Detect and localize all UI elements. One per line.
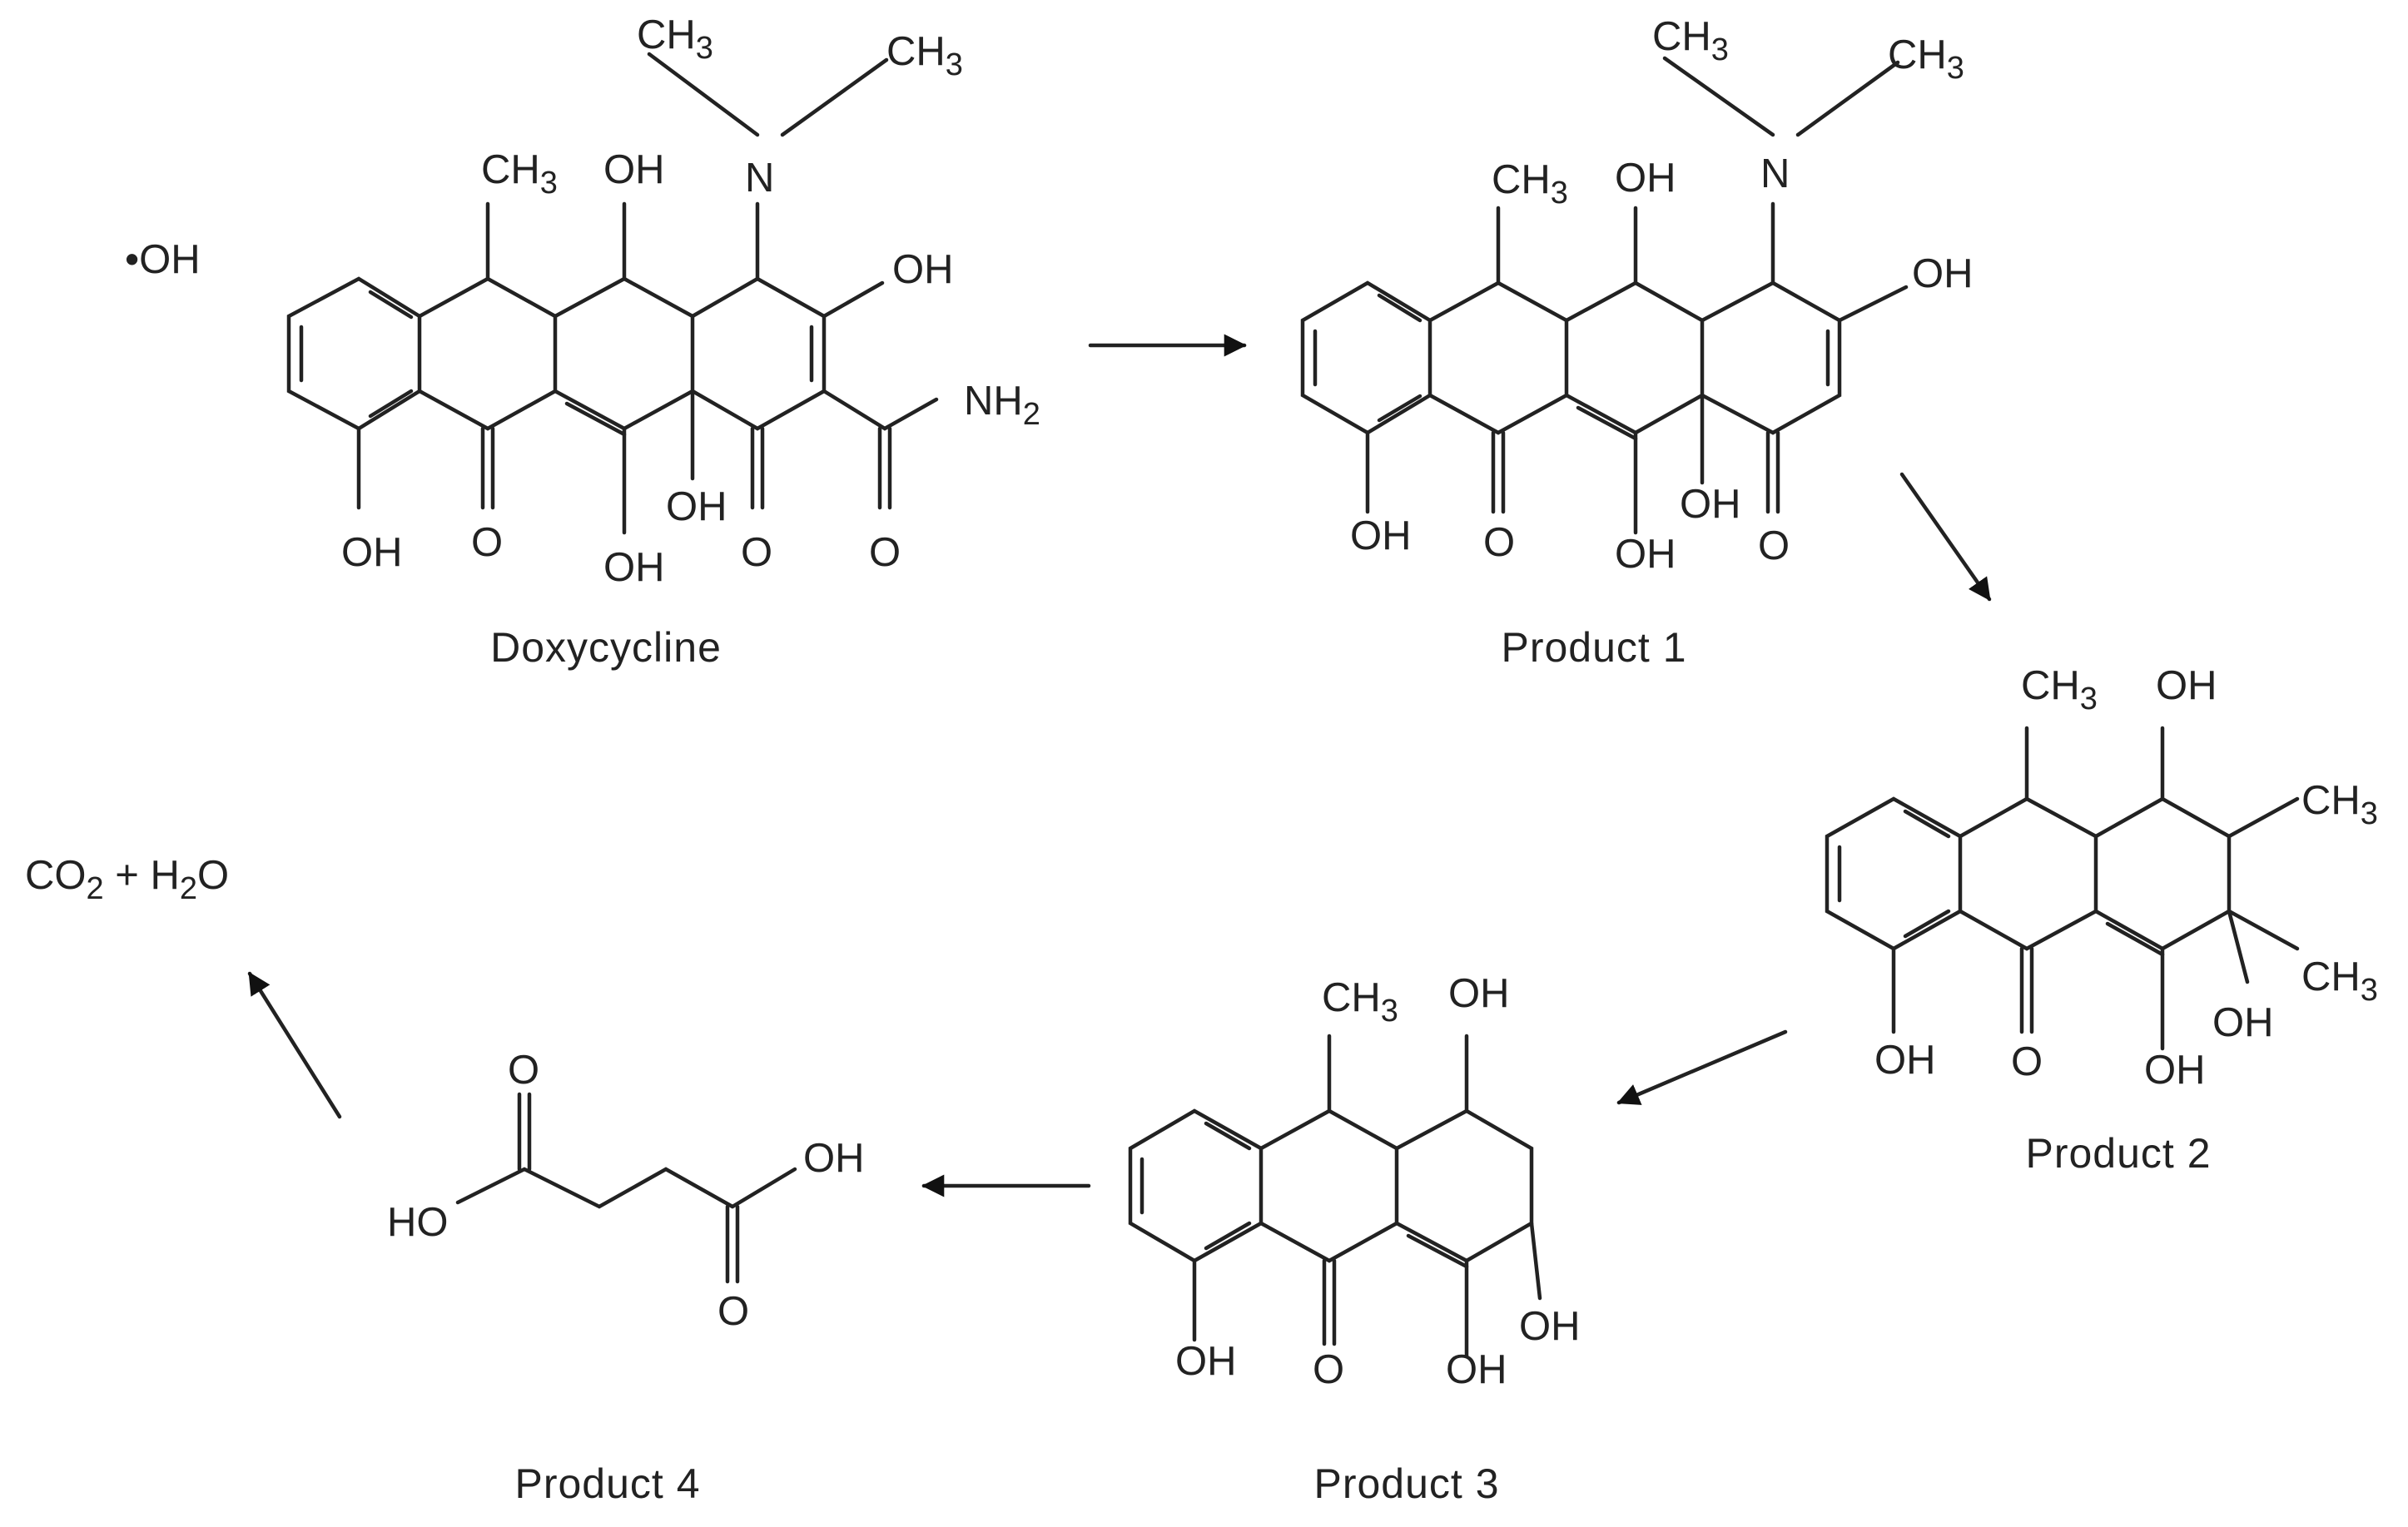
product2-structure: CH3 OH CH3 CH3 OH O OH OH Product 2: [1825, 663, 2378, 1177]
methyl-label: CH3: [886, 29, 963, 82]
arrow-product2-to-product3: [1616, 1029, 1788, 1105]
doxycycline-atom-labels: CH3 CH3 N CH3 OH OH NH2 OH O OH OH O O: [341, 12, 1040, 590]
nitrogen-label: N: [1760, 151, 1790, 196]
carbonyl-o-label: O: [1758, 523, 1790, 568]
product4-atom-labels: O HO OH O: [387, 1048, 865, 1334]
hydroxyl-label: OH: [666, 484, 727, 529]
nitrogen-label: N: [745, 156, 774, 201]
product1-structure: CH3 CH3 N CH3 OH OH OH O OH OH O Product…: [1300, 14, 1974, 671]
product2-caption: Product 2: [2025, 1130, 2211, 1177]
doxycycline-structure: CH3 CH3 N CH3 OH OH NH2 OH O OH OH O O D…: [286, 12, 1040, 671]
mineralization-products-label: CO2 + H2O: [25, 853, 229, 906]
hydroxyl-label: OH: [1175, 1339, 1237, 1384]
product3-caption: Product 3: [1313, 1460, 1499, 1507]
doxycycline-bonds: [286, 52, 939, 535]
hydroxyl-label: HO: [387, 1200, 449, 1245]
amine-label: NH2: [964, 379, 1040, 432]
methyl-label: CH3: [2301, 778, 2378, 831]
doxycycline-caption: Doxycycline: [490, 624, 722, 671]
hydroxyl-label: OH: [892, 247, 954, 292]
hydroxyl-label: OH: [1874, 1038, 1936, 1083]
hydroxyl-label: OH: [1615, 532, 1676, 577]
product1-bonds: [1300, 56, 1909, 535]
methyl-label: CH3: [1888, 32, 1964, 86]
carbonyl-o-label: O: [2011, 1039, 2043, 1084]
hydroxyl-label: OH: [803, 1136, 865, 1181]
hydroxyl-radical-label: •OH: [125, 237, 201, 282]
hydroxyl-label: OH: [1615, 156, 1676, 201]
carbonyl-o-label: O: [471, 520, 503, 565]
arrow-product1-to-product2: [1899, 472, 1992, 602]
hydroxyl-label: OH: [1680, 482, 1741, 527]
hydroxyl-label: OH: [2212, 1000, 2274, 1045]
arrow-product4-to-final: [247, 971, 342, 1119]
product3-bonds: [1128, 1034, 1542, 1359]
methyl-label: CH3: [1492, 157, 1568, 211]
hydroxyl-label: OH: [1912, 251, 1974, 296]
carbonyl-o-label: O: [741, 530, 772, 575]
carbonyl-o-label: O: [1483, 520, 1515, 565]
hydroxyl-label: OH: [1446, 1347, 1507, 1392]
product2-atom-labels: CH3 OH CH3 CH3 OH O OH OH: [1874, 663, 2378, 1093]
carbonyl-o-label: O: [508, 1048, 539, 1093]
product2-bonds: [1825, 726, 2300, 1051]
hydroxyl-label: OH: [2144, 1048, 2206, 1093]
hydroxyl-label: OH: [1350, 513, 1412, 558]
methyl-label: CH3: [637, 12, 713, 66]
carbonyl-o-label: O: [1313, 1347, 1344, 1392]
reaction-arrows: [247, 334, 1992, 1197]
hydroxyl-label: OH: [603, 147, 665, 192]
methyl-label: CH3: [2021, 663, 2098, 716]
hydroxyl-label: OH: [1448, 971, 1510, 1016]
carbonyl-o-label: O: [869, 530, 901, 575]
product3-structure: CH3 OH OH O OH OH Product 3: [1128, 971, 1581, 1507]
product4-caption: Product 4: [514, 1460, 700, 1507]
methyl-label: CH3: [1322, 975, 1398, 1029]
hydroxyl-label: OH: [1519, 1304, 1581, 1349]
carbonyl-o-label: O: [717, 1289, 749, 1334]
methyl-label: CH3: [481, 147, 558, 201]
product1-caption: Product 1: [1501, 624, 1686, 671]
product1-atom-labels: CH3 CH3 N CH3 OH OH OH O OH OH O: [1350, 14, 1974, 577]
product4-structure: O HO OH O Product 4: [387, 1048, 865, 1507]
hydroxyl-label: OH: [603, 545, 665, 590]
methyl-label: CH3: [1652, 14, 1729, 67]
product4-bonds: [455, 1092, 797, 1284]
methyl-label: CH3: [2301, 954, 2378, 1008]
product3-atom-labels: CH3 OH OH O OH OH: [1175, 971, 1581, 1392]
hydroxyl-label: OH: [341, 530, 403, 575]
hydroxyl-label: OH: [2156, 663, 2217, 708]
